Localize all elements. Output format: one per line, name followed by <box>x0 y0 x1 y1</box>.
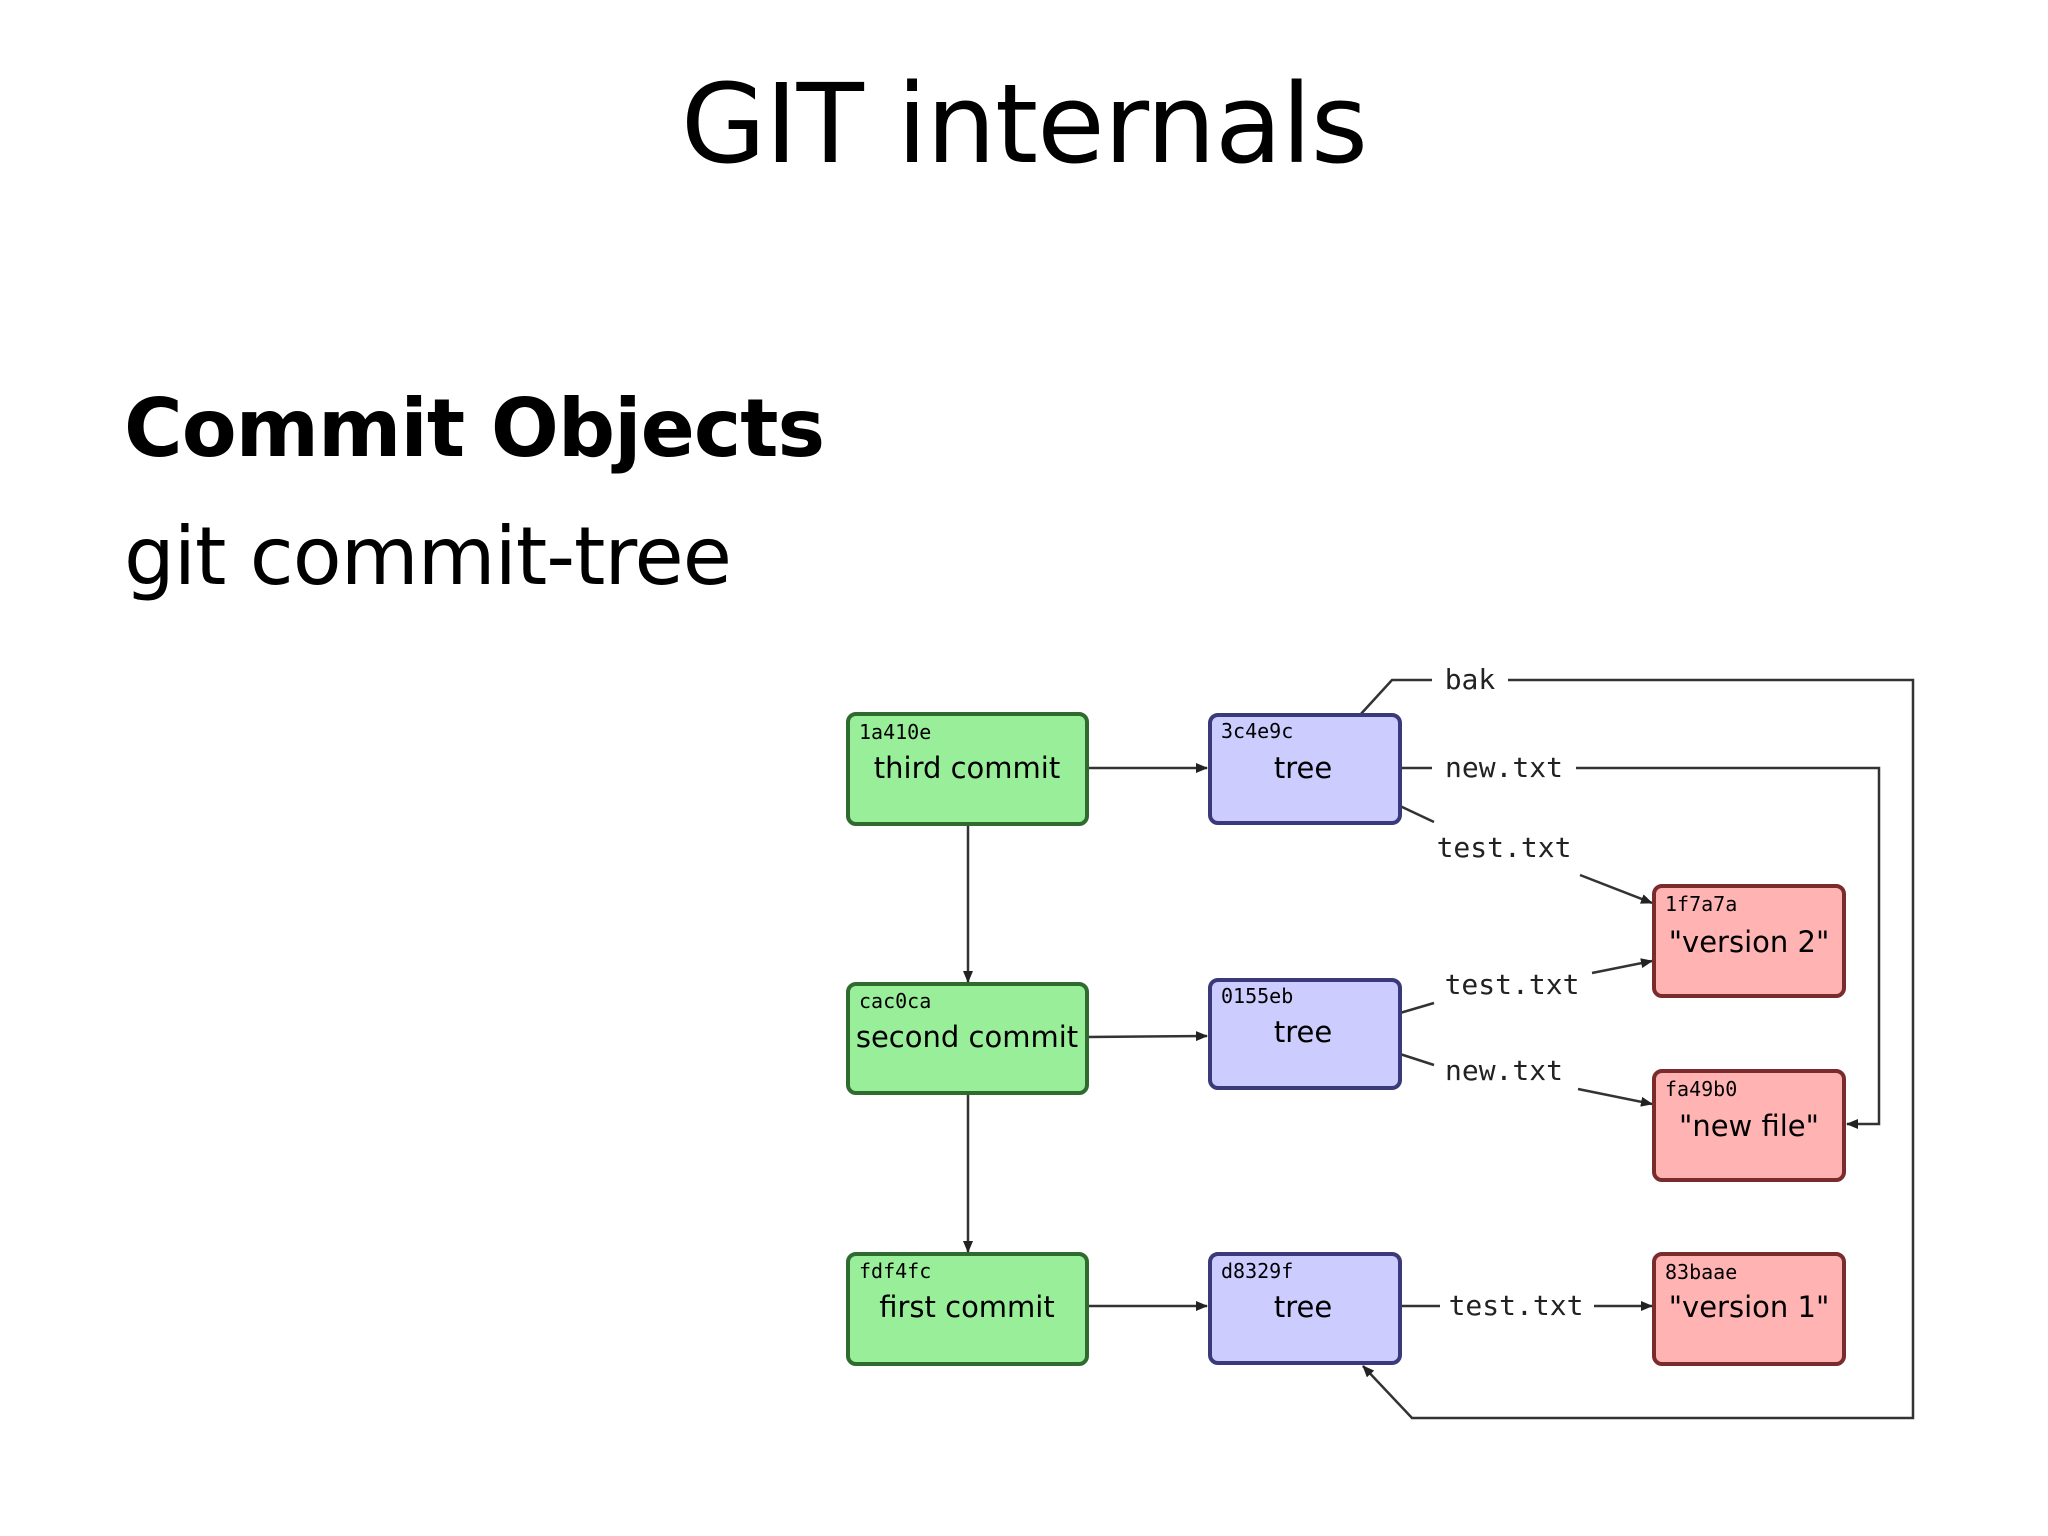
commit-label: third commit <box>874 751 1060 785</box>
connectors <box>963 678 1915 1420</box>
blob-label: "version 1" <box>1669 1290 1830 1324</box>
commit-label: second commit <box>856 1020 1078 1054</box>
tree-hash: d8329f <box>1221 1259 1293 1283</box>
tree-node-0155eb: 0155eb tree <box>1208 978 1402 1090</box>
blob-hash: 83baae <box>1665 1260 1737 1284</box>
edge-label-tree3-test: test.txt <box>1437 831 1572 864</box>
edge-tree2-test-a <box>1399 1001 1435 1015</box>
edge-tree3-test-a <box>1399 804 1435 824</box>
tree-hash: 0155eb <box>1221 984 1293 1008</box>
edge-label-tree2-test: test.txt <box>1445 968 1580 1001</box>
edge-tree2-new-a <box>1399 1052 1435 1067</box>
tree-hash: 3c4e9c <box>1221 719 1293 743</box>
tree-node-3c4e9c: 3c4e9c tree <box>1208 713 1402 825</box>
edge-label-tree2-new: new.txt <box>1445 1054 1563 1087</box>
blob-label: "new file" <box>1679 1109 1819 1143</box>
blob-hash: 1f7a7a <box>1665 892 1737 916</box>
edge-label-bak: bak <box>1445 663 1496 696</box>
edge-label-tree1-test: test.txt <box>1449 1289 1584 1322</box>
edge-bak-line-a <box>1359 678 1432 716</box>
edge-label-tree3-new: new.txt <box>1445 751 1563 784</box>
blob-node-83baae: 83baae "version 1" <box>1652 1252 1846 1366</box>
commit-label: first commit <box>879 1290 1055 1324</box>
tree-label: tree <box>1274 751 1332 785</box>
commit-node-second: cac0ca second commit <box>846 982 1089 1095</box>
edge-commit2-tree2 <box>1086 1031 1208 1042</box>
section-heading: Commit Objects <box>124 382 825 475</box>
edge-tree2-new-b <box>1577 1087 1653 1107</box>
slide-title: GIT internals <box>680 60 1368 188</box>
blob-node-1f7a7a: 1f7a7a "version 2" <box>1652 884 1846 998</box>
blob-hash: fa49b0 <box>1665 1077 1737 1101</box>
tree-label: tree <box>1274 1290 1332 1324</box>
edge-tree2-test-b <box>1591 958 1653 975</box>
tree-label: tree <box>1274 1015 1332 1049</box>
edge-tree3-test-b <box>1579 873 1653 905</box>
commit-node-first: fdf4fc first commit <box>846 1252 1089 1366</box>
blob-label: "version 2" <box>1669 925 1830 959</box>
edge-bak-line-b <box>1362 678 1915 1420</box>
blob-node-fa49b0: fa49b0 "new file" <box>1652 1069 1846 1182</box>
commit-node-third: 1a410e third commit <box>846 712 1089 826</box>
edge-tree3-new-b <box>1576 766 1881 1129</box>
commit-hash: cac0ca <box>859 989 931 1013</box>
commit-hash: fdf4fc <box>859 1259 931 1283</box>
command-text: git commit-tree <box>124 510 732 603</box>
tree-node-d8329f: d8329f tree <box>1208 1252 1402 1365</box>
edge-labels: bak new.txt test.txt test.txt new.txt te… <box>1437 663 1584 1322</box>
commit-hash: 1a410e <box>859 720 931 744</box>
